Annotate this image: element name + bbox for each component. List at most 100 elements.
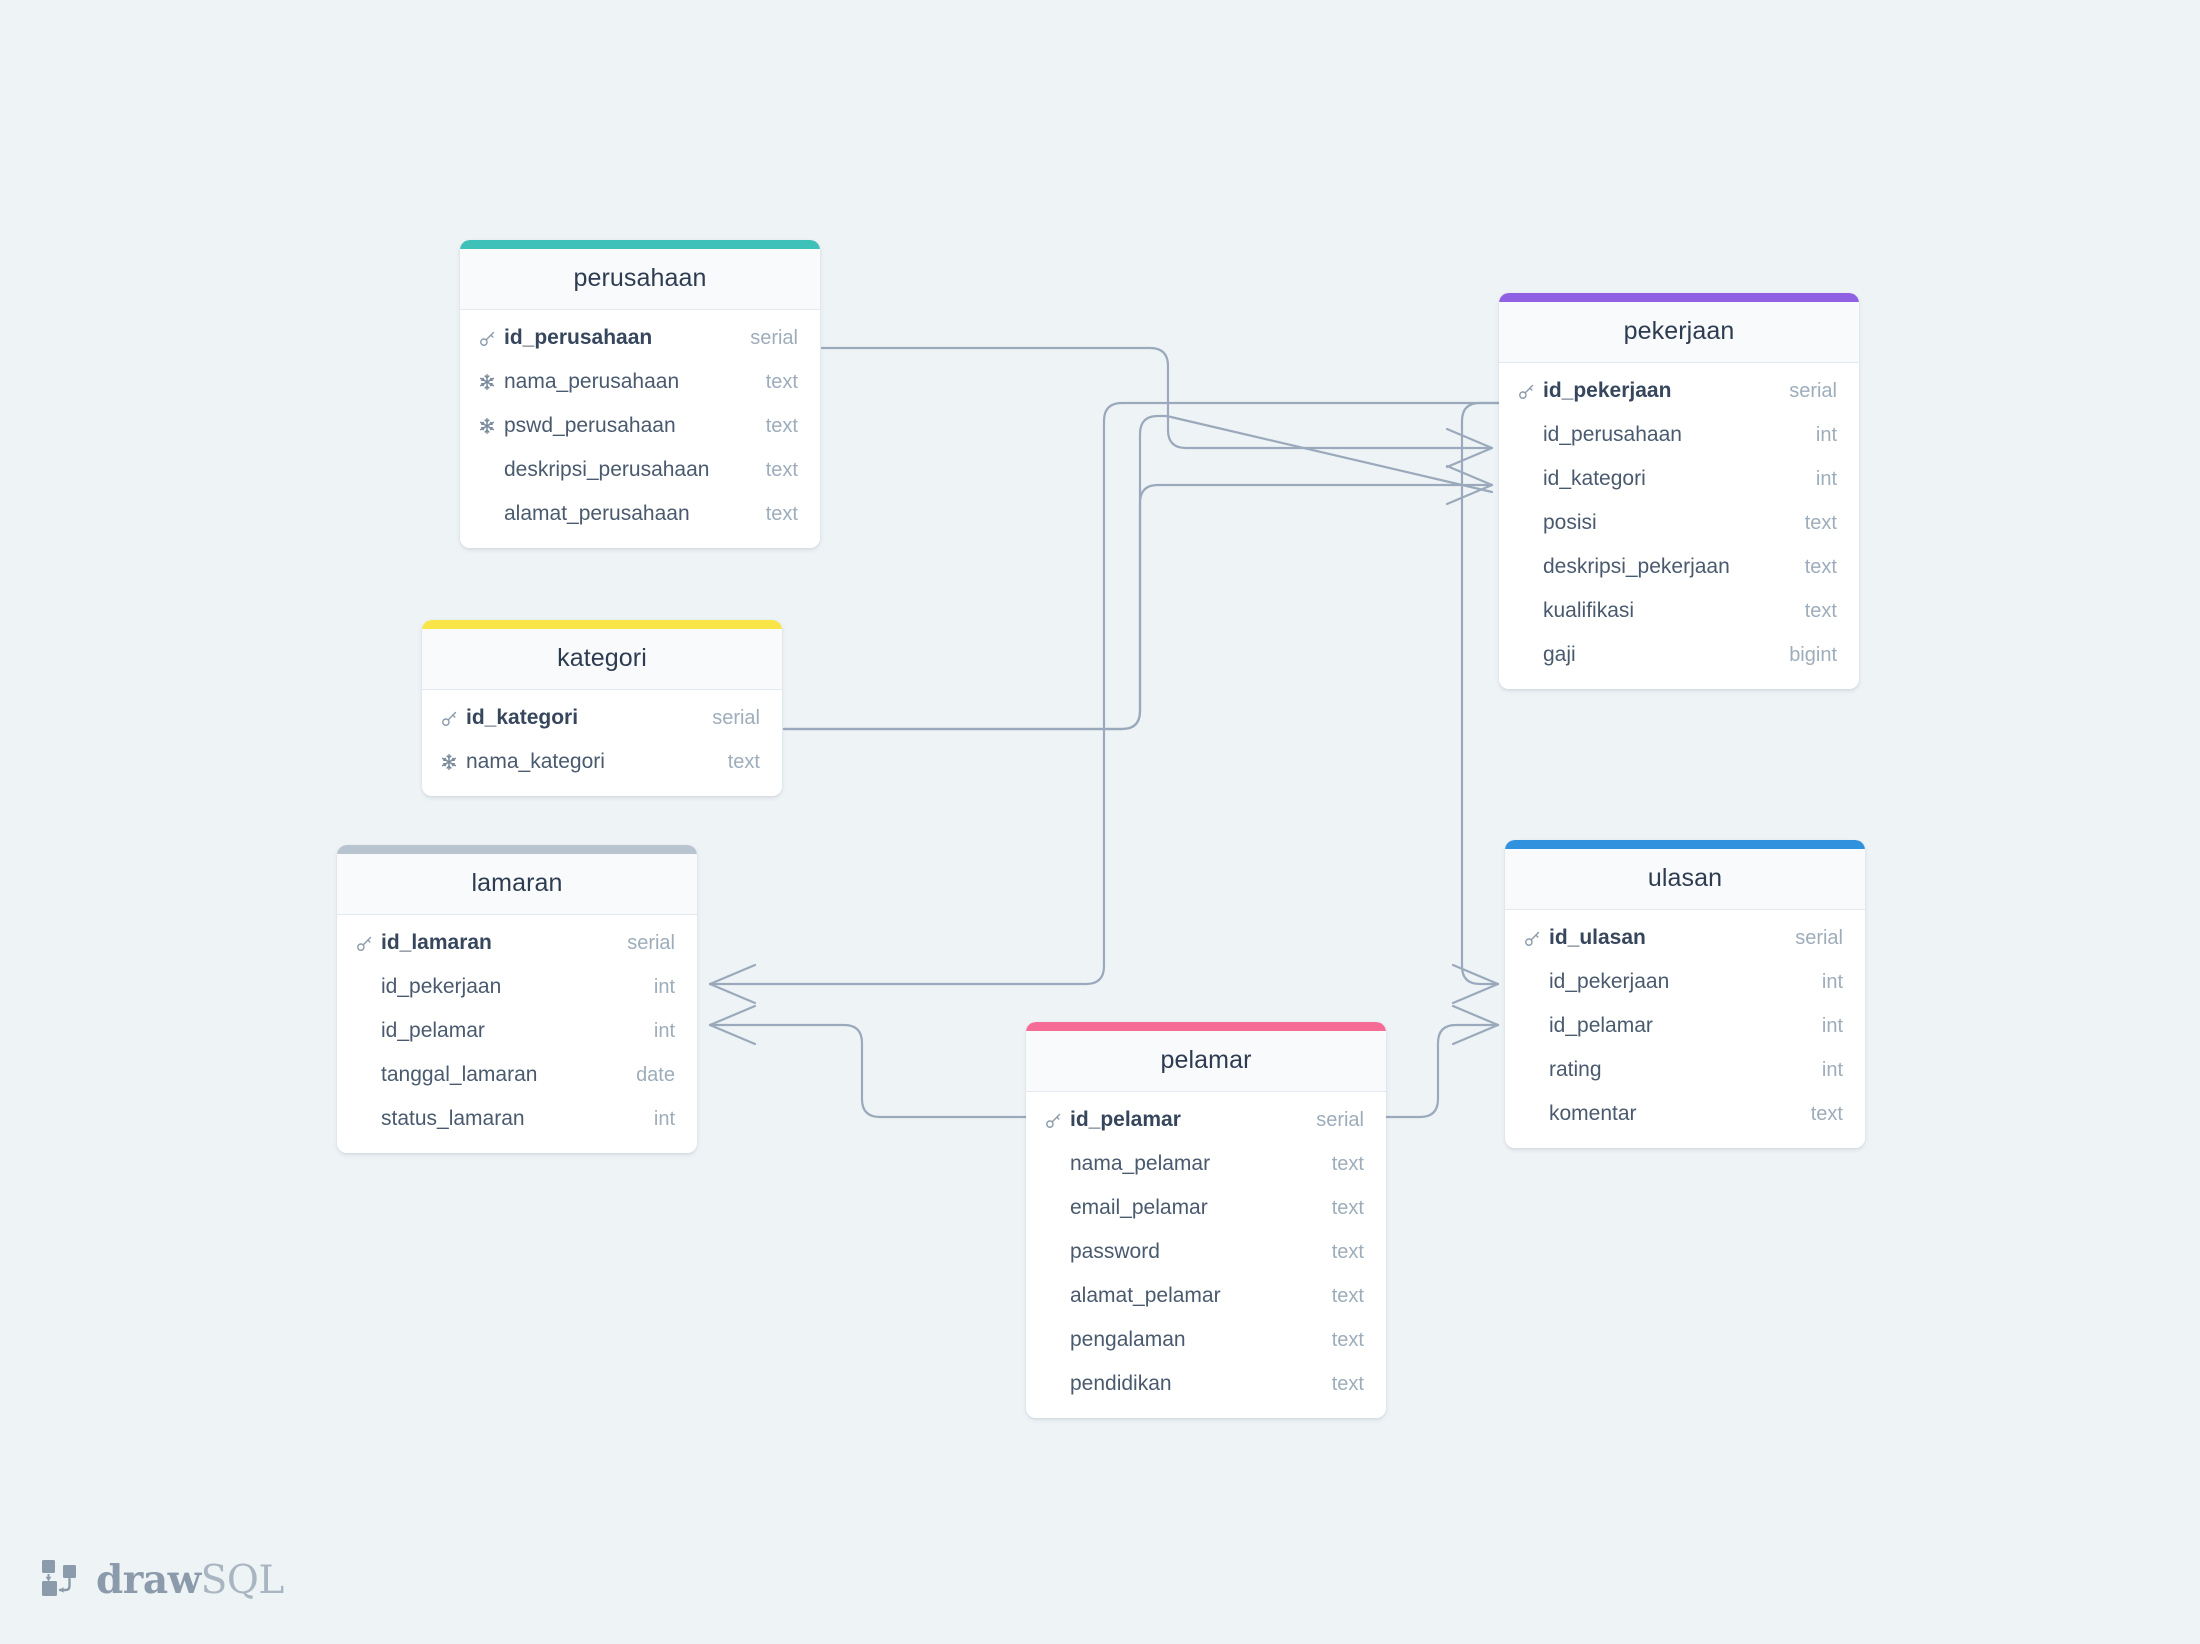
edge-pelamar-ulasan xyxy=(1384,1023,1500,1119)
column-row[interactable]: status_lamaran int xyxy=(337,1097,697,1141)
drawsql-logo[interactable]: drawSQL xyxy=(38,1555,284,1604)
key-icon xyxy=(478,329,504,348)
table-accent-bar xyxy=(1505,840,1865,849)
column-type: text xyxy=(765,458,798,481)
column-type: serial xyxy=(1789,379,1837,402)
column-type: int xyxy=(653,1019,675,1042)
column-name: nama_pelamar xyxy=(1070,1152,1211,1175)
key-icon xyxy=(440,709,466,728)
edge-perusahaan-pekerjaan xyxy=(820,346,1494,450)
column-row[interactable]: alamat_perusahaan text xyxy=(460,492,820,536)
table-kategori[interactable]: kategori id_kategori serial xyxy=(422,620,782,796)
table-accent-bar xyxy=(1499,293,1859,302)
crowsfoot-ulasan-id-pelamar xyxy=(1451,1004,1500,1046)
column-row[interactable]: gaji bigint xyxy=(1499,633,1859,677)
column-name: pswd_perusahaan xyxy=(504,414,676,437)
column-name: id_ulasan xyxy=(1549,926,1646,949)
table-title: ulasan xyxy=(1505,849,1865,910)
column-type: serial xyxy=(1316,1108,1364,1131)
column-row[interactable]: nama_kategori text xyxy=(422,740,782,784)
column-row[interactable]: email_pelamar text xyxy=(1026,1186,1386,1230)
column-list: id_lamaran serial id_pekerjaan int id_pe… xyxy=(337,915,697,1153)
column-row[interactable]: posisi text xyxy=(1499,501,1859,545)
column-row[interactable]: password text xyxy=(1026,1230,1386,1274)
column-name: id_pekerjaan xyxy=(381,975,502,998)
table-title: perusahaan xyxy=(460,249,820,310)
column-type: text xyxy=(1804,599,1837,622)
column-row[interactable]: pswd_perusahaan text xyxy=(460,404,820,448)
column-type: text xyxy=(1331,1240,1364,1263)
column-type: text xyxy=(1331,1196,1364,1219)
column-name: id_pekerjaan xyxy=(1543,379,1672,402)
column-row[interactable]: pendidikan text xyxy=(1026,1362,1386,1406)
column-type: serial xyxy=(712,706,760,729)
column-name: nama_perusahaan xyxy=(504,370,680,393)
column-row[interactable]: kualifikasi text xyxy=(1499,589,1859,633)
snowflake-icon xyxy=(440,753,466,771)
column-row[interactable]: id_pelamar serial xyxy=(1026,1098,1386,1142)
column-row[interactable]: id_pekerjaan int xyxy=(337,965,697,1009)
column-type: text xyxy=(1804,511,1837,534)
column-row[interactable]: deskripsi_pekerjaan text xyxy=(1499,545,1859,589)
edge-pekerjaan-ulasan xyxy=(1460,401,1501,986)
column-name: id_pelamar xyxy=(1549,1014,1653,1037)
crowsfoot-pekerjaan-id-perusahaan xyxy=(1445,427,1494,469)
column-type: text xyxy=(765,414,798,437)
column-name: gaji xyxy=(1543,643,1576,666)
table-title: kategori xyxy=(422,629,782,690)
column-row[interactable]: id_kategori int xyxy=(1499,457,1859,501)
crowsfoot-ulasan-id-pekerjaan xyxy=(1451,963,1500,1005)
column-type: serial xyxy=(750,326,798,349)
table-ulasan[interactable]: ulasan id_ulasan serial id_pekerjaan int… xyxy=(1505,840,1865,1148)
column-row[interactable]: id_pelamar int xyxy=(1505,1004,1865,1048)
column-type: int xyxy=(1821,1058,1843,1081)
column-type: text xyxy=(1331,1372,1364,1395)
column-row[interactable]: id_perusahaan int xyxy=(1499,413,1859,457)
drawsql-flow-icon xyxy=(38,1555,82,1604)
column-row[interactable]: id_pekerjaan serial xyxy=(1499,369,1859,413)
table-pekerjaan[interactable]: pekerjaan id_pekerjaan serial id_perusah… xyxy=(1499,293,1859,689)
crowsfoot-pekerjaan-id-kategori xyxy=(1445,464,1494,506)
column-type: bigint xyxy=(1789,643,1837,666)
column-row[interactable]: id_pekerjaan int xyxy=(1505,960,1865,1004)
column-name: rating xyxy=(1549,1058,1602,1081)
key-icon xyxy=(1523,929,1549,948)
column-type: text xyxy=(1810,1102,1843,1125)
column-row[interactable]: id_kategori serial xyxy=(422,696,782,740)
column-row[interactable]: id_lamaran serial xyxy=(337,921,697,965)
table-pelamar[interactable]: pelamar id_pelamar serial nama_pelamar t… xyxy=(1026,1022,1386,1418)
column-row[interactable]: alamat_pelamar text xyxy=(1026,1274,1386,1318)
table-accent-bar xyxy=(337,845,697,854)
column-type: text xyxy=(1331,1328,1364,1351)
column-row[interactable]: rating int xyxy=(1505,1048,1865,1092)
column-row[interactable]: tanggal_lamaran date xyxy=(337,1053,697,1097)
column-row[interactable]: pengalaman text xyxy=(1026,1318,1386,1362)
column-row[interactable]: id_pelamar int xyxy=(337,1009,697,1053)
column-name: alamat_perusahaan xyxy=(504,502,690,525)
column-name: kualifikasi xyxy=(1543,599,1635,622)
table-perusahaan[interactable]: perusahaan id_perusahaan serial xyxy=(460,240,820,548)
column-type: date xyxy=(636,1063,675,1086)
table-title: pekerjaan xyxy=(1499,302,1859,363)
column-name: id_perusahaan xyxy=(504,326,653,349)
column-row[interactable]: nama_perusahaan text xyxy=(460,360,820,404)
logo-draw-text: draw xyxy=(96,1556,201,1603)
snowflake-icon xyxy=(478,373,504,391)
key-icon xyxy=(1044,1111,1070,1130)
table-accent-bar xyxy=(1026,1022,1386,1031)
column-type: text xyxy=(1331,1284,1364,1307)
column-list: id_pekerjaan serial id_perusahaan int id… xyxy=(1499,363,1859,689)
column-row[interactable]: komentar text xyxy=(1505,1092,1865,1136)
edge-kategori-pekerjaan-run xyxy=(782,483,1494,731)
column-row[interactable]: id_ulasan serial xyxy=(1505,916,1865,960)
column-type: text xyxy=(765,502,798,525)
column-row[interactable]: deskripsi_perusahaan text xyxy=(460,448,820,492)
column-name: id_kategori xyxy=(466,706,579,729)
column-row[interactable]: id_perusahaan serial xyxy=(460,316,820,360)
table-lamaran[interactable]: lamaran id_lamaran serial id_pekerjaan i… xyxy=(337,845,697,1153)
column-row[interactable]: nama_pelamar text xyxy=(1026,1142,1386,1186)
column-list: id_perusahaan serial nama_perusahaan tex… xyxy=(460,310,820,548)
snowflake-icon xyxy=(478,417,504,435)
column-name: tanggal_lamaran xyxy=(381,1063,538,1086)
